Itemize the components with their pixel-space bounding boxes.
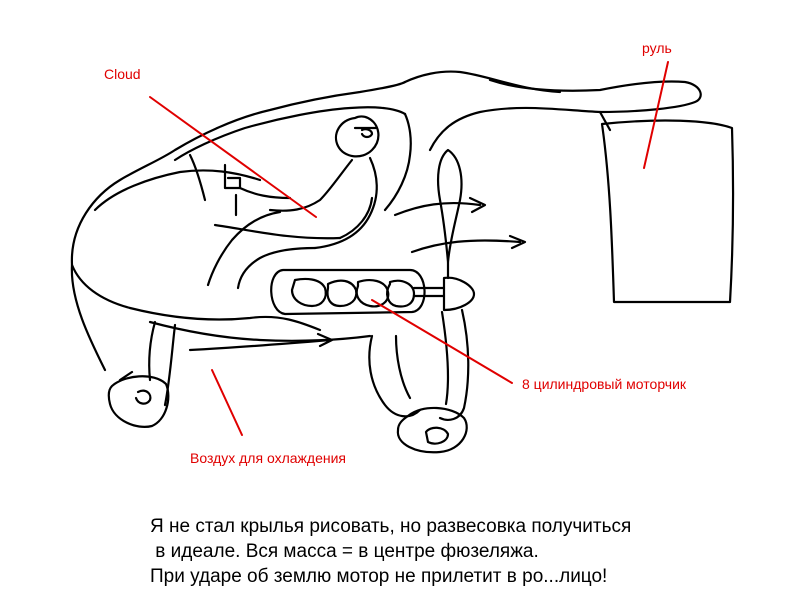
main-landing-gear: [368, 308, 470, 454]
cooling-air-label: Воздух для охлаждения: [190, 450, 346, 466]
engine-block: [270, 268, 426, 316]
caption-line: Я не стал крылья рисовать, но развесовка…: [150, 516, 632, 537]
annotation-pointers: [149, 61, 669, 436]
canopy: [173, 70, 562, 212]
fuselage: [70, 80, 407, 372]
cooling-air-pointer: [211, 369, 243, 436]
rudder: [600, 119, 735, 304]
tail-boom: [428, 78, 702, 152]
nose-landing-gear: [107, 320, 177, 428]
caption: Я не стал крылья рисовать, но развесовка…: [150, 514, 770, 589]
rudder-label: руль: [642, 40, 672, 56]
engine-label: 8 цилиндровый моторчик: [522, 376, 687, 392]
engine-pointer: [371, 299, 513, 384]
airflow-arrows: [188, 196, 527, 352]
caption-line: в идеале. Вся масса = в центре фюзеляжа.: [150, 541, 539, 562]
caption-line: При ударе об землю мотор не прилетит в р…: [150, 566, 608, 587]
pilot: [206, 115, 380, 290]
rudder-pointer: [643, 61, 669, 169]
propeller-shaft: [412, 148, 476, 312]
cloud-label: Cloud: [104, 66, 141, 82]
cloud-pointer: [149, 96, 317, 218]
